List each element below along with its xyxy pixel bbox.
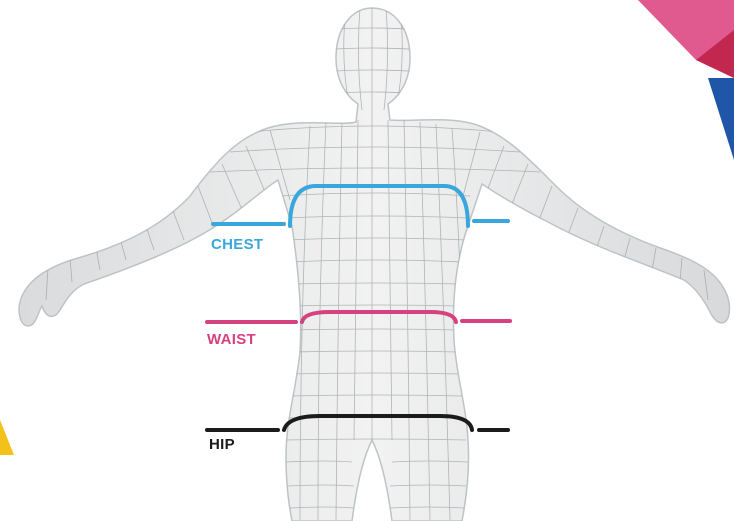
mannequin-body	[19, 8, 729, 521]
corner-decoration-blue	[708, 78, 734, 160]
chest-label: CHEST	[211, 237, 263, 252]
waist-label: WAIST	[207, 332, 256, 347]
corner-decoration-yellow	[0, 420, 14, 455]
hip-label: HIP	[209, 437, 235, 452]
